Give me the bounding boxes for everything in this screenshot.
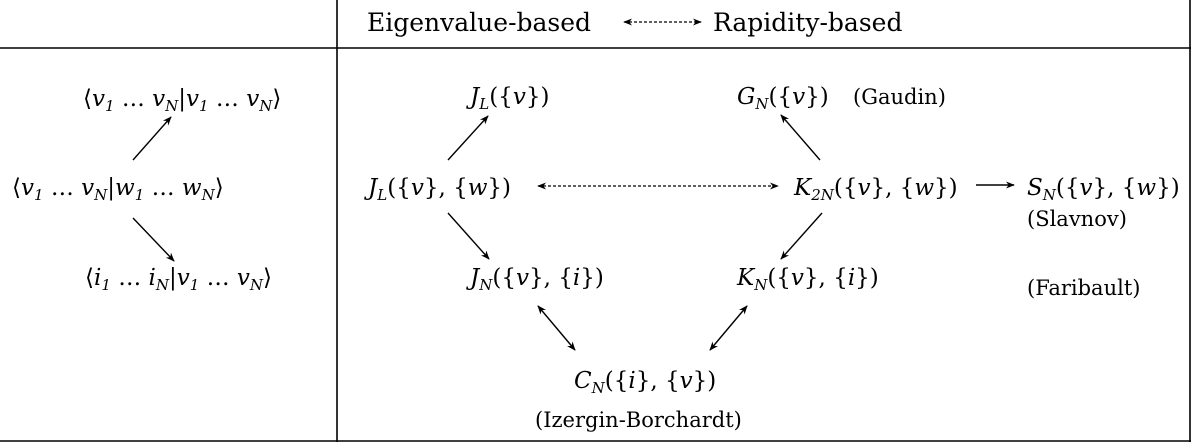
left-arrow-down xyxy=(132,217,175,262)
left-arrow-up xyxy=(132,116,172,161)
left-overlap-middle: ⟨v1 … vN|w1 … wN⟩ xyxy=(12,175,224,204)
arrow-K2N-to-KN xyxy=(780,212,823,260)
faribault-label: (Faribault) xyxy=(1027,276,1140,300)
node-CN-iv: CN({i}, {v}) xyxy=(574,368,716,397)
double-arrow-JN-CN xyxy=(537,305,576,351)
header-eigenvalue-label: Eigenvalue-based xyxy=(367,8,591,37)
node-JL-vw: JL({v}, {w}) xyxy=(364,175,511,204)
slavnov-label: (Slavnov) xyxy=(1027,207,1127,231)
node-JL-v: JL({v}) xyxy=(466,84,549,113)
node-SN-vw: SN({v}, {w}) xyxy=(1027,175,1180,204)
header-rapidity-label: Rapidity-based xyxy=(713,8,902,37)
izergin-borchardt-label: (Izergin-Borchardt) xyxy=(535,408,742,432)
node-JN-vi: JN({v}, {i}) xyxy=(466,265,604,294)
arrow-K2N-to-GN xyxy=(780,114,821,161)
arrow-JLvw-to-JNvi xyxy=(447,212,490,260)
node-K2N-vw: K2N({v}, {w}) xyxy=(793,175,958,204)
left-overlap-bottom: ⟨i1 … iN|v1 … vN⟩ xyxy=(85,265,272,294)
double-arrow-KN-CN xyxy=(709,305,748,351)
node-KN-vi: KN({v}, {i}) xyxy=(736,265,879,294)
left-overlap-top: ⟨v1 … vN|v1 … vN⟩ xyxy=(83,86,281,115)
arrow-JLvw-to-JLv xyxy=(447,115,489,161)
gaudin-label: (Gaudin) xyxy=(853,85,946,109)
node-GN-v: GN({v}) xyxy=(737,84,829,113)
